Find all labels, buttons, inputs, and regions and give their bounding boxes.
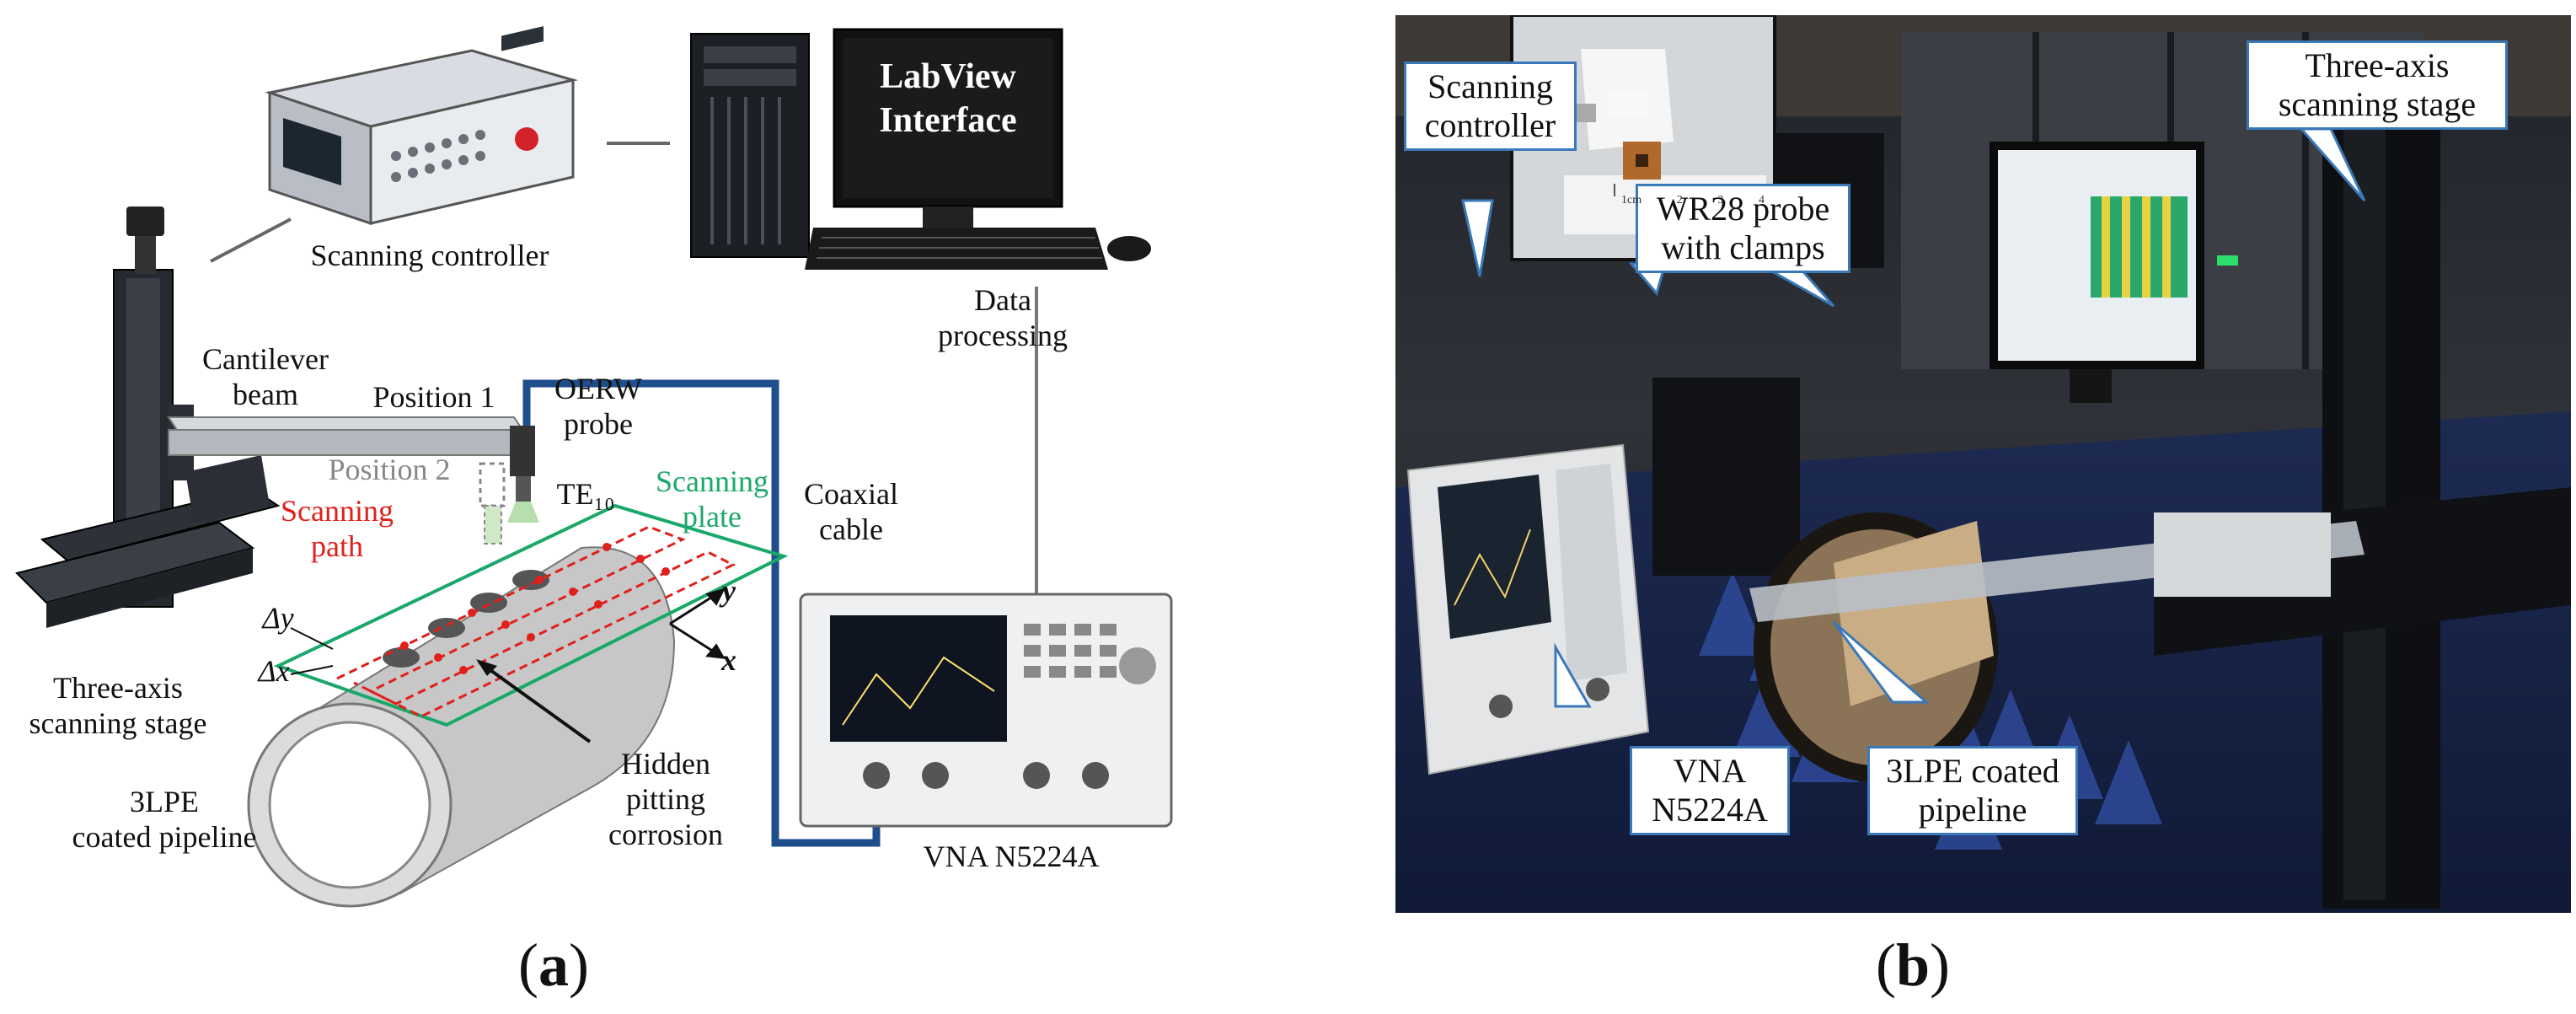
label-scanning-controller: Scanning controller [310,239,549,272]
label-te10: TE₁₀ [556,477,615,511]
data-processing-line-2: processing [938,319,1068,352]
ruler-tick-2: 3 [1717,194,1724,207]
three-axis-stage [15,207,281,628]
scanning-path-line-2: path [311,529,363,563]
label-three-axis-stage: Three-axis scanning stage [4,670,232,741]
panel-b-label: (b) [1876,931,1950,999]
panel-a-label: (a) [518,931,589,999]
photo-vna [1406,443,1650,775]
scanning-plate-line-2: plate [683,500,742,534]
label-coaxial-cable: Coaxial cable [788,476,914,547]
panel-a-open: ( [518,931,538,999]
callout-3lpe-pipeline: 3LPE coated pipeline [1867,746,2078,835]
panel-b: Scanning controller Three-axis scanning … [1395,15,2576,1014]
vna-device [799,593,1173,828]
photo-stage-line-1: Three-axis [2305,46,2450,84]
photo-monitor [1652,133,2204,576]
panel-b-letter: b [1895,931,1931,999]
label-hidden-pitting: Hidden pitting corrosion [590,746,742,852]
panel-a-close: ) [568,931,589,999]
label-position-1: Position 1 [372,380,495,414]
coaxial-line-2: cable [819,512,883,546]
label-axis-y: y [722,574,736,608]
panel-b-open: ( [1876,931,1896,999]
photo-pipeline-line-2: pipeline [1918,791,2027,829]
stage-line-1: Three-axis [53,671,183,705]
label-axis-x: x [721,643,736,677]
label-position-2: Position 2 [328,453,451,486]
panel-a: LabView Interface Scanning controller Da… [4,26,1173,999]
label-3lpe-pipeline: 3LPE coated pipeline [55,784,274,855]
scanning-controller-device [265,26,578,226]
photo-pipeline-line-1: 3LPE coated [1886,752,2059,790]
cantilever-line-1: Cantilever [202,342,329,376]
inset-ruler-labels: 1cm 2 3 4 [1621,194,1765,207]
hidden-line-3: corrosion [608,818,723,851]
label-delta-x: Δx [258,654,290,688]
photo-probe-line-1: WR28 probe [1656,190,1830,228]
callout-wr28-probe: WR28 probe with clamps [1636,184,1850,273]
photo-pipeline [1754,512,1998,782]
monitor [833,28,1063,240]
label-data-processing: Data processing [910,282,1095,353]
scanning-plate [273,503,789,727]
oerw-line-1: OERW [554,372,642,405]
photo-vna-line-1: VNA [1673,752,1747,790]
label-oerw-probe: OERW probe [548,371,649,442]
panel-a-letter: a [538,931,569,999]
probe-position-2 [479,462,506,507]
mouse [1107,236,1151,261]
callout-scanning-controller: Scanning controller [1404,62,1577,151]
monitor-text: LabView Interface [843,55,1053,142]
ruler-tick-0: 1cm [1621,194,1642,207]
oerw-line-2: probe [564,407,633,441]
pipeline [247,546,676,908]
ruler-tick-3: 4 [1758,194,1765,207]
monitor-line-1: LabView [880,57,1016,96]
label-vna: VNA N5224A [923,840,1100,873]
monitor-line-2: Interface [879,101,1017,140]
hidden-line-1: Hidden [621,747,710,781]
pipeline-a-line-2: coated pipeline [72,820,257,854]
photo-probe-line-2: with clamps [1661,228,1825,266]
data-processing-line-1: Data [974,283,1031,317]
callout-vna: VNA N5224A [1630,746,1790,835]
scanning-plate-line-1: Scanning [656,464,769,498]
coaxial-line-1: Coaxial [804,477,898,511]
photo-controller-line-1: Scanning [1427,67,1553,105]
ruler-tick-1: 2 [1676,194,1683,207]
panel-a-drawing [15,26,1173,908]
scanning-path-line-1: Scanning [281,494,394,528]
keyboard [805,228,1108,270]
photo-vna-line-2: N5224A [1652,791,1768,829]
label-cantilever-beam: Cantilever beam [181,341,350,412]
label-delta-y: Δy [262,601,294,635]
cantilever-line-2: beam [233,378,298,411]
pc-tower [690,33,810,258]
label-scanning-path: Scanning path [265,493,409,564]
te10-field [507,502,539,523]
hidden-pitting-pointer [483,664,592,743]
axis-arrows [669,587,726,659]
cantilever-beam [167,416,524,456]
callout-pointers [1461,127,2366,708]
panel-b-close: ) [1930,931,1951,999]
photo-stage-line-2: scanning stage [2278,85,2477,123]
coaxial-cable [522,379,881,847]
callout-three-axis-stage: Three-axis scanning stage [2247,40,2508,130]
pipeline-a-line-1: 3LPE [129,785,199,818]
photo-controller-line-2: controller [1424,106,1556,144]
scanning-path [336,525,736,718]
label-scanning-plate: Scanning plate [636,464,788,534]
stage-line-2: scanning stage [29,706,207,740]
hidden-line-2: pitting [625,782,705,816]
oerw-probe [510,426,535,502]
